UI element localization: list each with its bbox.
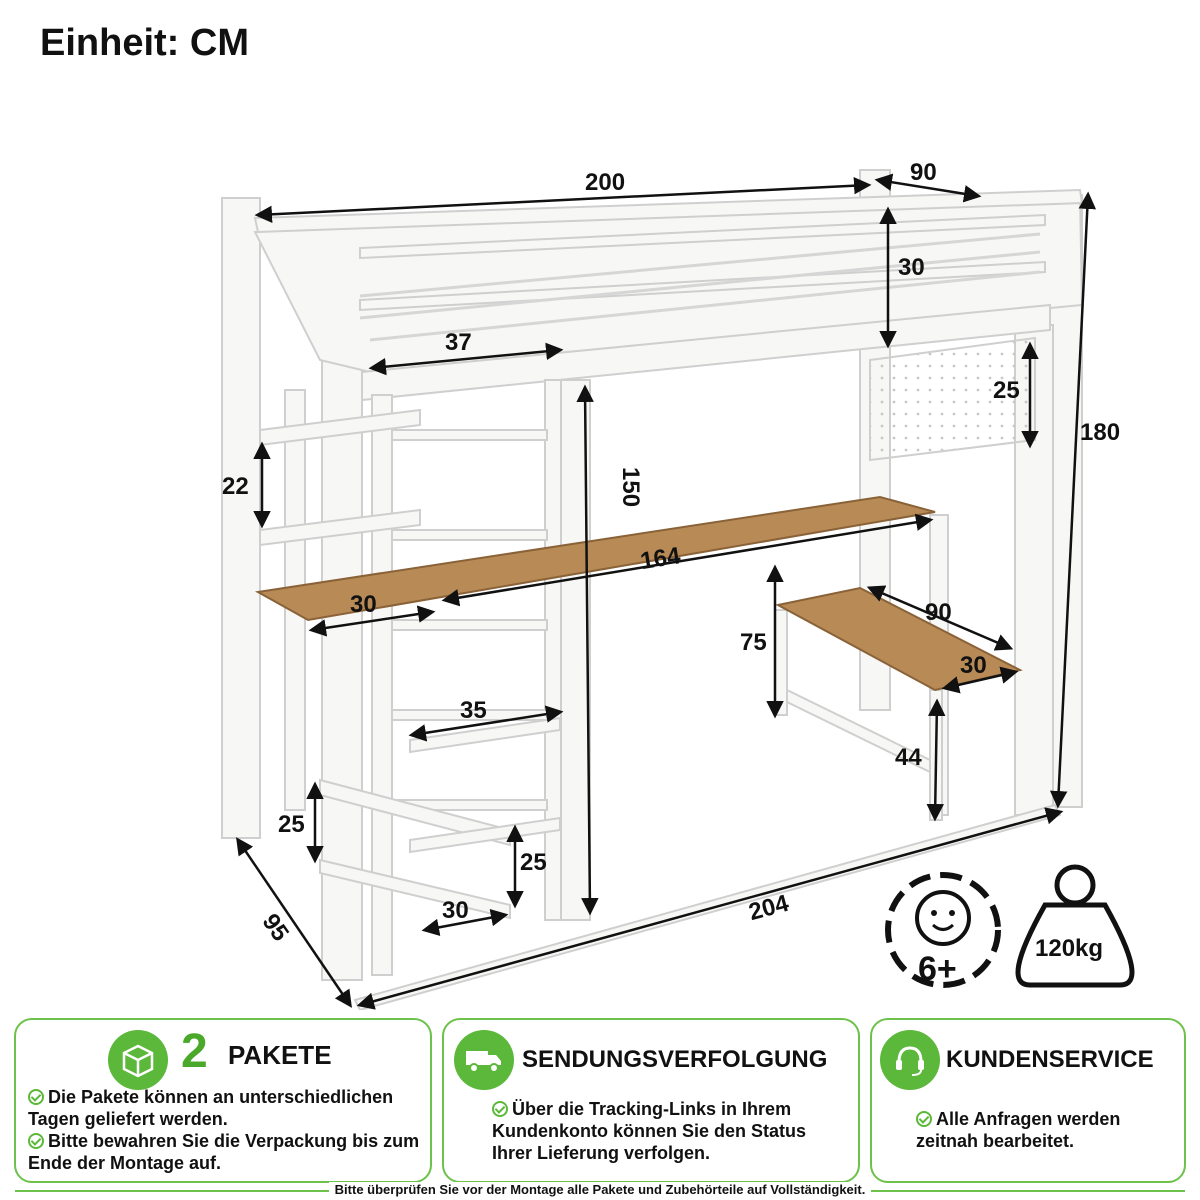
weight-icon: 120kg (1015, 864, 1135, 988)
dim-shelf-front-height: 25 (520, 849, 547, 876)
list-item: Die Pakete können an unterschiedlichen T… (28, 1087, 394, 1129)
dim-width-top: 90 (910, 159, 937, 186)
check-icon (28, 1089, 44, 1105)
dim-shelf-depth: 30 (442, 897, 469, 924)
dim-ladder-gap: 37 (445, 329, 472, 356)
headset-icon (880, 1030, 940, 1090)
dim-bench-length: 90 (925, 599, 952, 626)
unit-title: Einheit: CM (40, 22, 249, 64)
dim-shelf-side-height: 25 (278, 811, 305, 838)
dim-desk-length: 164 (638, 542, 682, 575)
dim-bench-depth: 30 (960, 652, 987, 679)
list-item: Alle Anfragen werden zeitnah bearbeitet. (916, 1109, 1121, 1151)
dim-guard-height: 30 (898, 254, 925, 281)
truck-icon (454, 1030, 514, 1090)
card-title-packages: PAKETE (228, 1040, 332, 1070)
check-icon (492, 1101, 508, 1117)
check-icon (28, 1133, 44, 1149)
child-age-icon: 6+ (885, 872, 1001, 988)
card-packages: 2 PAKETE Die Pakete können an unterschie… (14, 1018, 432, 1183)
dim-bench-leg: 44 (895, 744, 922, 771)
check-icon (916, 1111, 932, 1127)
list-item: Über die Tracking-Links in Ihrem Kundenk… (492, 1099, 807, 1163)
card-tracking: SENDUNGSVERFOLGUNG Über die Tracking-Lin… (442, 1018, 860, 1183)
bed-diagram: 200 90 30 37 180 25 150 22 164 30 90 75 … (221, 159, 1135, 1010)
package-icon (108, 1030, 168, 1090)
card-title-tracking: SENDUNGSVERFOLGUNG (522, 1046, 828, 1073)
dim-length-top: 200 (585, 169, 625, 196)
card-service: KUNDENSERVICE Alle Anfragen werden zeitn… (870, 1018, 1186, 1183)
card-title-service: KUNDENSERVICE (946, 1046, 1154, 1073)
package-count: 2 (181, 1025, 208, 1078)
dim-shelf-height: 22 (222, 473, 249, 500)
dim-pegboard: 25 (993, 377, 1020, 404)
footer-text: Bitte überprüfen Sie vor der Montage all… (328, 1182, 872, 1197)
dim-under-height: 150 (617, 467, 644, 507)
list-item: Bitte bewahren Sie die Verpackung bis zu… (28, 1131, 420, 1173)
weight-label: 120kg (1035, 935, 1103, 962)
dim-desk-depth: 30 (350, 591, 377, 618)
dim-bench-height: 75 (740, 629, 767, 656)
dim-shelf-width: 35 (460, 697, 487, 724)
footer: Bitte überprüfen Sie vor der Montage all… (0, 1180, 1200, 1200)
dim-height-total: 180 (1080, 419, 1120, 446)
age-label: 6+ (918, 950, 957, 988)
